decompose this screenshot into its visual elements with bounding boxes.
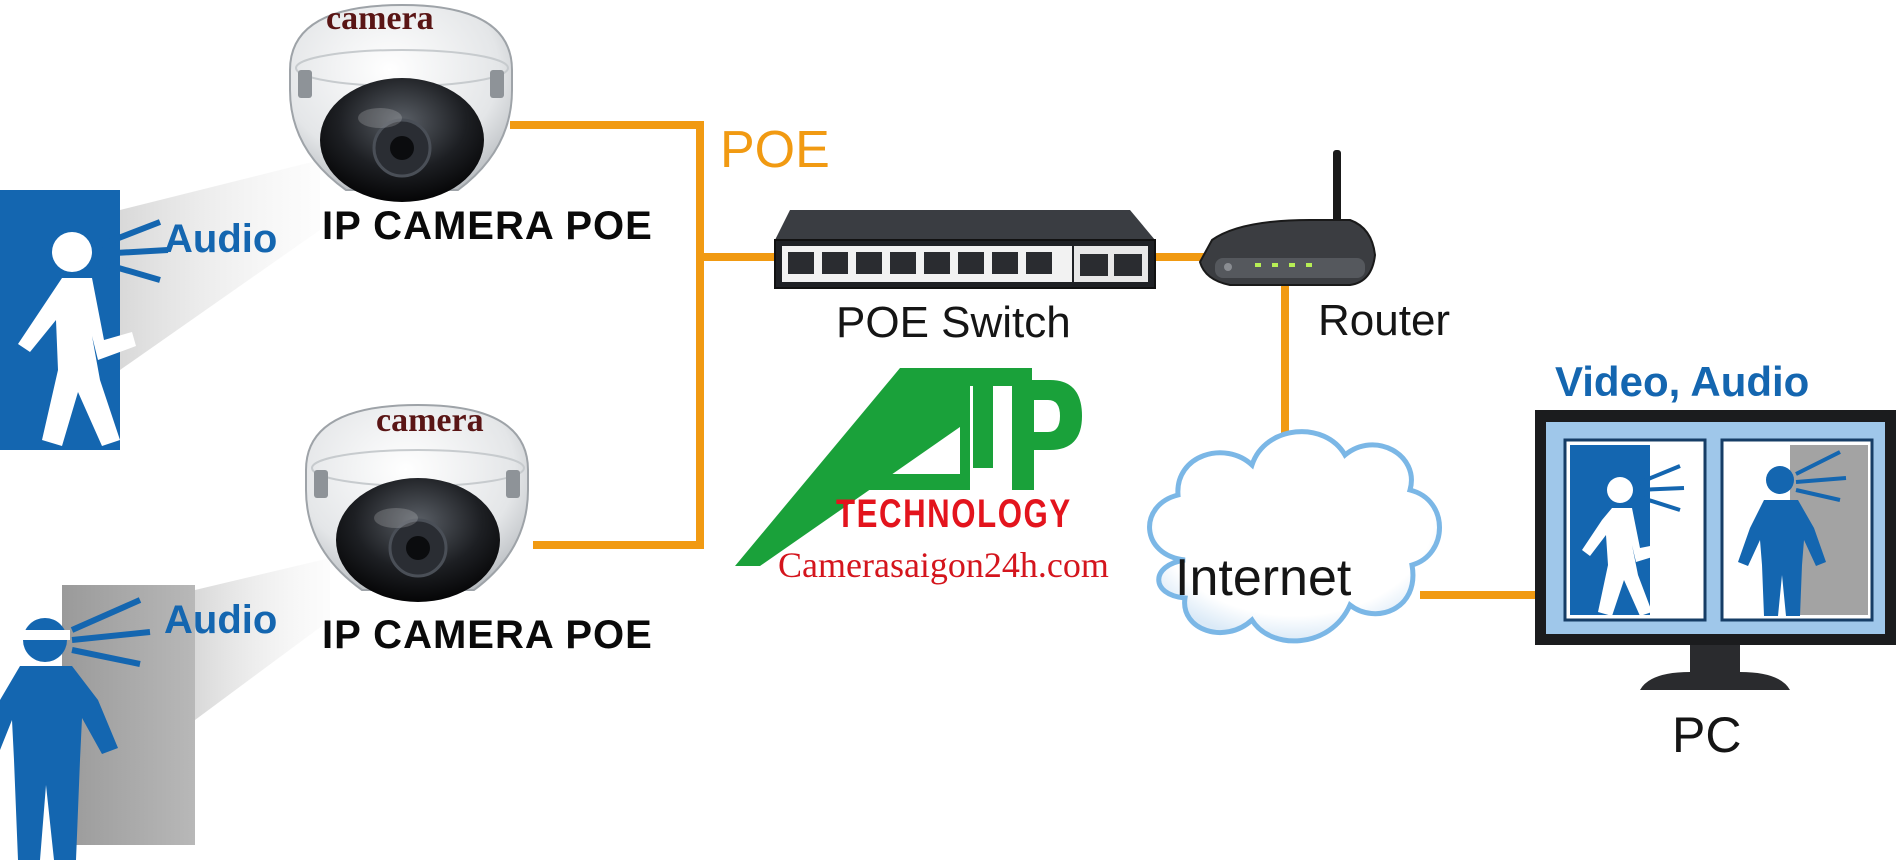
dome-camera-icon	[289, 3, 513, 202]
poe-switch-icon	[774, 210, 1156, 289]
person-standing-icon	[0, 558, 330, 860]
router-icon	[1198, 150, 1377, 286]
internet-cloud-icon	[1147, 429, 1442, 644]
poe-switch-label: POE Switch	[836, 298, 1071, 347]
pc-monitor-icon	[1535, 410, 1896, 690]
ip-camera-2-label: IP CAMERA POE	[322, 613, 653, 657]
camera-1-label: camera	[326, 0, 434, 37]
atp-logo-icon	[735, 368, 1082, 566]
audio-2-label: Audio	[164, 598, 278, 642]
video-audio-label: Video, Audio	[1555, 358, 1810, 405]
person-walking-icon	[0, 160, 320, 450]
ip-camera-1-label: IP CAMERA POE	[322, 204, 653, 248]
router-label: Router	[1318, 296, 1451, 345]
dome-camera-icon	[305, 403, 529, 602]
poe-label: POE	[720, 121, 830, 179]
logo-technology-text: TECHNOLOGY	[836, 492, 1072, 536]
cable-camera-1	[510, 121, 704, 549]
internet-label: Internet	[1175, 549, 1352, 607]
camera-2-label: camera	[376, 402, 484, 439]
audio-1-label: Audio	[164, 217, 278, 261]
logo-website-text: Camerasaigon24h.com	[778, 545, 1109, 585]
pc-label: PC	[1672, 707, 1742, 763]
